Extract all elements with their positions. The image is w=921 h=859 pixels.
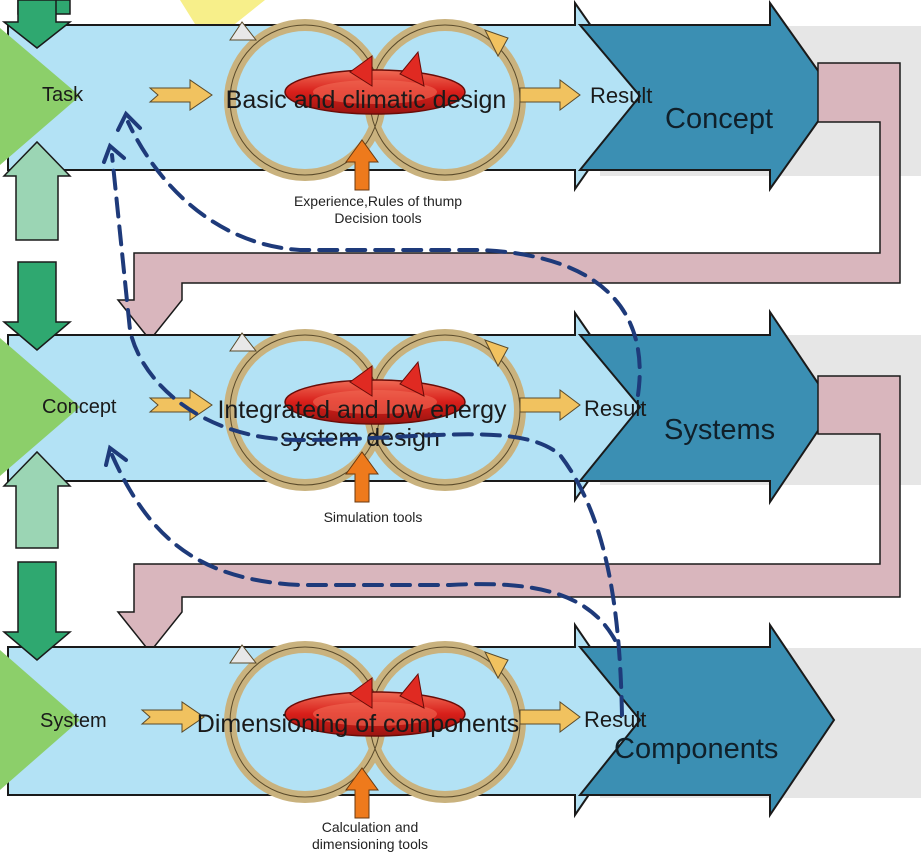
dashed-arrowheads [102, 110, 142, 467]
tools-line-1: Calculation and [322, 819, 419, 835]
dashed-path-result2-to-task [126, 120, 642, 397]
left-wedge [0, 650, 80, 790]
output-arrow [577, 308, 836, 506]
input-arrow-top [1, 561, 73, 661]
arrowhead-icon [102, 142, 126, 164]
result-label: Result [584, 396, 646, 421]
output-arrow [577, 621, 836, 819]
spiral-icon [284, 50, 466, 115]
stage-3: System Dimensioning of components Result… [0, 561, 921, 852]
input-label: Concept [42, 396, 117, 418]
output-arrow [577, 0, 838, 193]
stage-title: Dimensioning of components [197, 710, 519, 738]
input-label: Task [42, 84, 84, 106]
stage-2: Concept Integrated and low energy system… [0, 261, 921, 549]
tool-arrow [345, 139, 379, 191]
spiral-icon [284, 360, 466, 425]
stage-title: Integrated and low energy [217, 396, 507, 424]
dashed-path-result3-to-concept [110, 453, 617, 642]
tool-arrow [345, 451, 379, 503]
stage-title: Basic and climatic design [226, 86, 507, 114]
output-label: Systems [664, 414, 775, 446]
dashed-path-result3-to-task [110, 153, 624, 717]
feedback-arrow-1 [116, 62, 901, 342]
result-label: Result [584, 707, 646, 732]
input-arrow-top [1, 0, 73, 49]
arrowhead-icon [104, 444, 128, 467]
output-label: Concept [665, 103, 773, 135]
input-arrow-bottom [2, 140, 72, 241]
result-label: Result [590, 83, 652, 108]
left-wedge [0, 338, 80, 476]
input-label: System [40, 710, 107, 732]
output-label: Components [614, 733, 778, 765]
left-wedge [0, 28, 80, 165]
tools-line-2: Decision tools [334, 210, 421, 226]
dashed-feedback-loops [110, 120, 642, 717]
tools-line-1: Experience,Rules of thump [294, 193, 462, 209]
spiral-icon [284, 672, 466, 737]
stage-1: Task Basic and climatic design Result Co… [0, 0, 921, 241]
tools-line-2: dimensioning tools [312, 836, 428, 852]
input-arrow-top [1, 261, 73, 351]
tool-arrow [345, 767, 379, 819]
tools-line-1: Simulation tools [324, 509, 423, 525]
input-arrow-bottom [2, 450, 72, 549]
arrowhead-icon [116, 110, 142, 132]
